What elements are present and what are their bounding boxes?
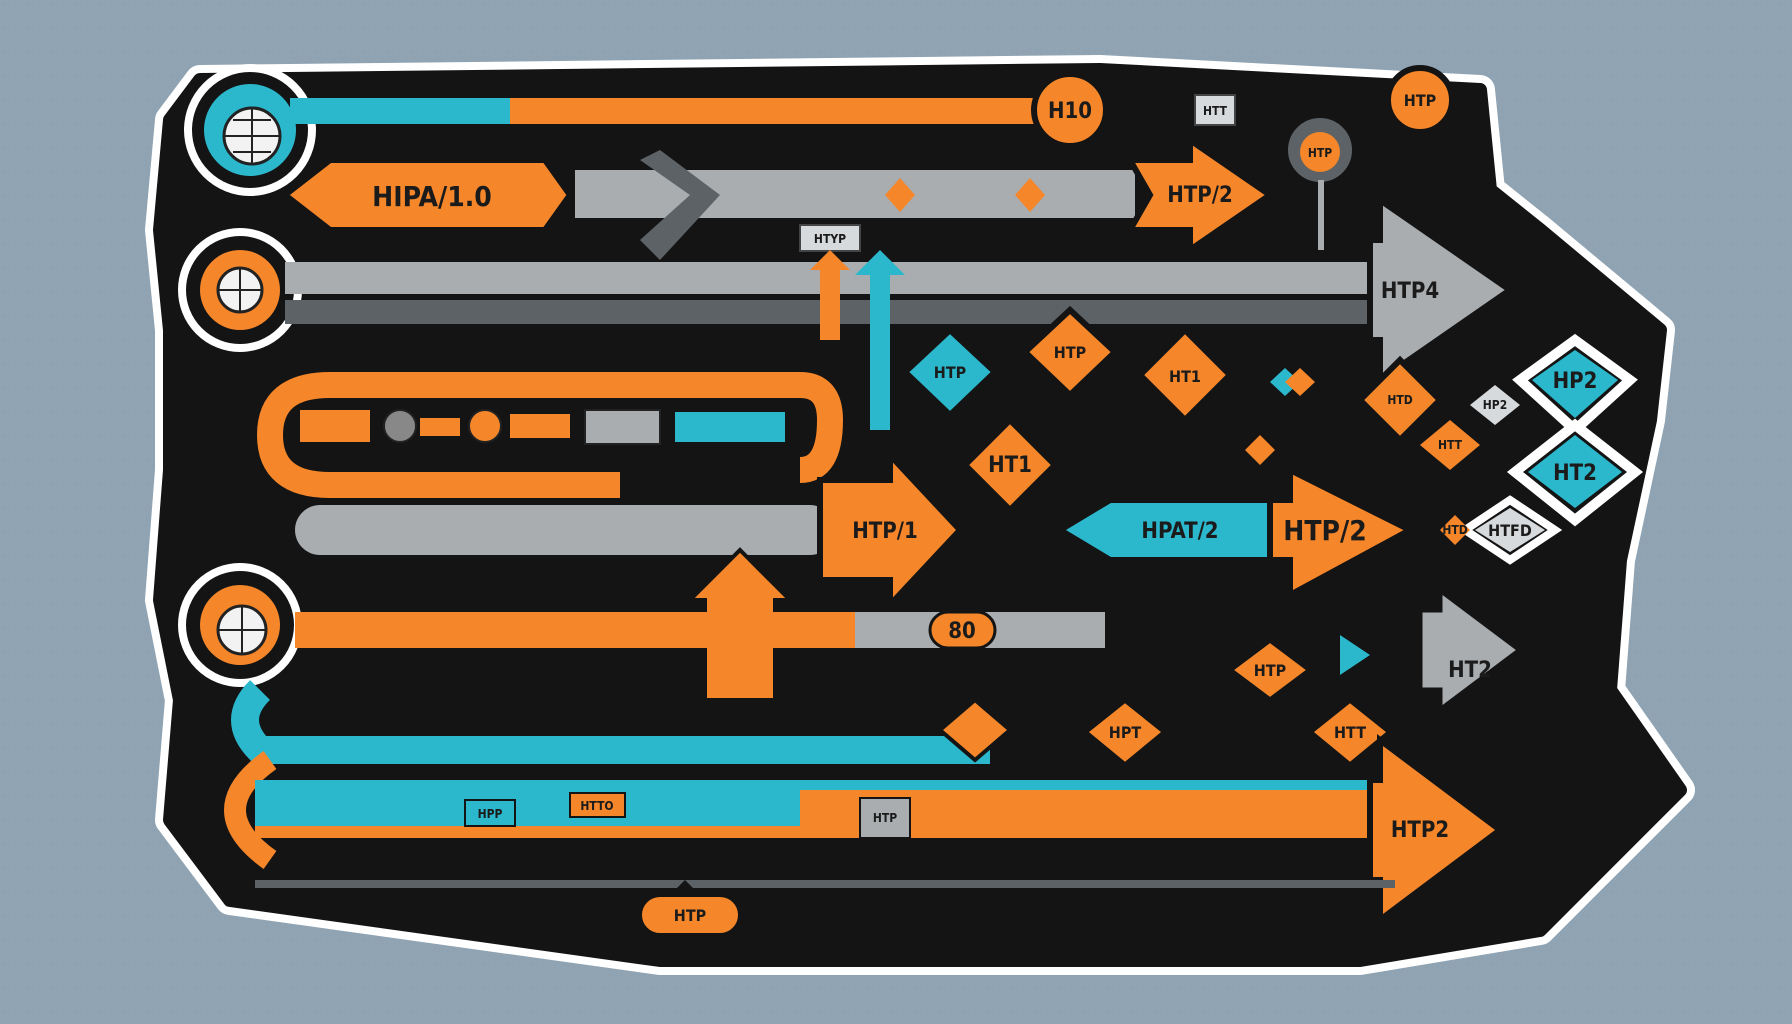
diamond-teal-hp2-label: HP2 [1553,369,1598,394]
htt-tag-label: HTT [1203,104,1228,118]
htyp-tab-label: HTYP [814,232,846,246]
diamond-orange-htd-label: HTD [1387,393,1412,407]
htto-tag-label: HTTO [580,799,613,813]
diamond-orange-ht1-label: HT1 [1169,367,1201,386]
diamond-orange-low-hpt-label: HPT [1109,723,1142,742]
htp1-arrow-label: HTP/1 [852,519,918,544]
hipa-arrow-label: HIPA/1.0 [372,180,492,213]
bubble-80-label: 80 [948,619,976,644]
htp-truck-label: HTP [873,811,897,825]
bottom-badge-htp-label: HTP [674,906,706,925]
htp2-bottom-arrow-label: HTP2 [1391,818,1449,843]
diamond-gray-hp2-label: HP2 [1483,398,1507,412]
diamond-orange-htp-label: HTP [1054,343,1086,362]
h10-circle-label: H10 [1048,99,1092,124]
htp2-mid-arrow-label: HTP/2 [1283,514,1366,547]
diamond-teal-ht2-label: HT2 [1553,461,1597,486]
hpat2-arrow-label: HPAT/2 [1141,519,1218,544]
diamond-small-orange-htt-label: HTT [1438,438,1463,452]
diamond-teal-htp-label: HTP [934,363,966,382]
diamond-gray-htfd-label: HTFD [1488,521,1532,540]
diamond-orange-mid-ht1-label: HT1 [988,453,1032,478]
htp4-arrow-label: HTP4 [1381,279,1439,304]
diamond-small-orange-htd-label: HTD [1442,523,1467,537]
htp-hanging-label: HTP [1308,146,1332,160]
htp-circle-right-label: HTP [1404,91,1436,110]
diamond-orange-low-htp-label: HTP [1254,661,1286,680]
ht2-gray-arrow-label: HT2 [1448,658,1492,683]
hpp-tag-label: HPP [478,807,503,821]
htp2-top-arrow-label: HTP/2 [1167,183,1233,208]
diamond-orange-low-htt-label: HTT [1334,723,1366,742]
